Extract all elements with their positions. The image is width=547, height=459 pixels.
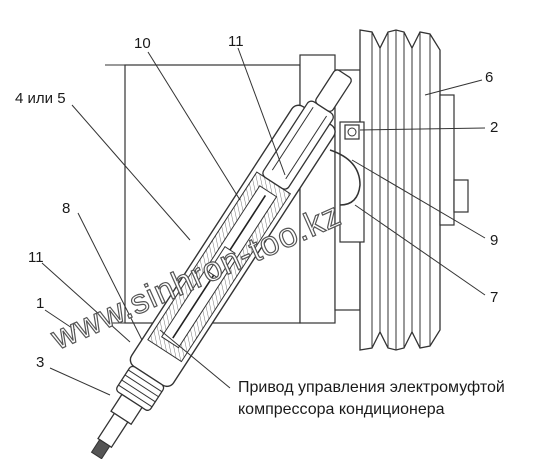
pulley [359,29,469,351]
label-2: 2 [490,119,498,136]
wiring-harness [90,69,352,459]
caption-line-1: Привод управления электромуфтой [238,379,505,396]
label-3: 3 [36,354,44,371]
label-7: 7 [490,289,498,306]
clutch-connector [329,121,365,243]
label-6: 6 [485,69,493,86]
caption-line-2: компрессора кондиционера [238,401,445,418]
label-1: 1 [36,295,44,312]
label-11-top: 11 [228,33,244,50]
label-10: 10 [134,35,151,52]
label-11-left: 11 [28,249,44,266]
label-4-or-5: 4 или 5 [15,90,66,107]
caption: Привод управления электромуфтой компресс… [238,379,505,418]
leader-lines [41,47,486,396]
label-8: 8 [62,200,70,217]
label-9: 9 [490,232,498,249]
part-labels: 10 11 4 или 5 6 2 8 11 1 3 9 7 [15,33,498,371]
